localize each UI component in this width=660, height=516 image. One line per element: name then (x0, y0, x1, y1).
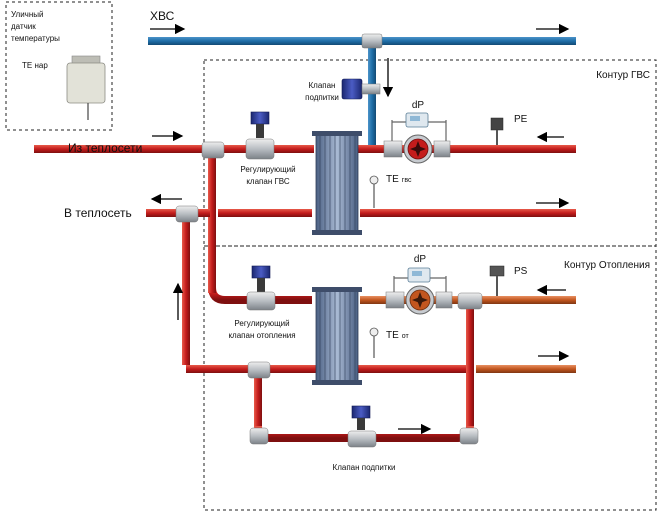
heating-pressure-switch-icon (489, 265, 505, 296)
outdoor-sensor-tag: TE нар (22, 61, 48, 70)
heating-circulation-pump[interactable] (385, 285, 453, 315)
dhw-temperature-sensor-icon (369, 175, 379, 208)
dhw-circuit-title: Контур ГВС (596, 70, 650, 81)
outdoor-sensor-panel: Уличный датчик температуры TE нар (5, 1, 113, 131)
return-out-label: В теплосеть (64, 206, 132, 220)
dhw-pe-label: PE (514, 114, 528, 125)
heating-circuit-title: Контур Отопления (564, 260, 650, 271)
heating-control-valve[interactable] (246, 265, 276, 311)
supply-in-label: Из теплосети (68, 141, 142, 155)
outdoor-temperature-sensor-icon (66, 55, 106, 120)
heating-ps-label: PS (514, 266, 528, 277)
heating-dp-label: dP (414, 254, 427, 265)
dhw-control-valve-label-1: Регулирующий (240, 165, 295, 174)
dhw-te-main: TE (386, 174, 399, 185)
heating-dp-sensor-icon (393, 267, 447, 292)
heating-primary-return-pipe (186, 365, 576, 373)
heating-temperature-sensor-icon (369, 327, 379, 358)
dhw-te-sub: гвс (402, 177, 412, 184)
dhw-pressure-sensor-icon (490, 117, 504, 145)
outdoor-sensor-title-3: температуры (11, 34, 60, 43)
heating-makeup-valve[interactable] (347, 405, 377, 448)
dhw-makeup-valve[interactable] (341, 78, 381, 100)
supply-tee (201, 141, 225, 159)
outdoor-sensor-title-2: датчик (11, 22, 36, 31)
heating-te-main: TE (386, 330, 399, 341)
dhw-circulation-pump[interactable] (383, 134, 451, 164)
dhw-control-valve-label-2: клапан ГВС (246, 177, 290, 186)
heating-makeup-valve-label: Клапан подпитки (333, 463, 396, 472)
heating-control-valve-label-1: Регулирующий (234, 319, 289, 328)
heating-secondary-supply-pipe (360, 296, 576, 426)
heating-heat-exchanger (312, 287, 362, 385)
dhw-makeup-valve-label-2: подпитки (305, 93, 339, 102)
return-tee (175, 205, 199, 223)
cold-water-tee (361, 33, 383, 49)
dhw-dp-sensor-icon (391, 112, 447, 141)
outdoor-sensor-title-1: Уличный (11, 10, 44, 19)
dhw-heat-exchanger (312, 131, 362, 235)
cold-water-label: ХВС (150, 9, 175, 23)
dhw-control-valve[interactable] (245, 111, 275, 160)
dhw-dp-label: dP (412, 100, 425, 111)
heating-primary-supply-pipe (208, 286, 312, 304)
heating-circuit-boundary (203, 245, 657, 511)
heating-control-valve-label-2: клапан отопления (228, 331, 295, 340)
heating-te-sub: от (402, 333, 410, 340)
dhw-makeup-valve-label-1: Клапан (309, 81, 336, 90)
heating-tees (247, 292, 483, 445)
